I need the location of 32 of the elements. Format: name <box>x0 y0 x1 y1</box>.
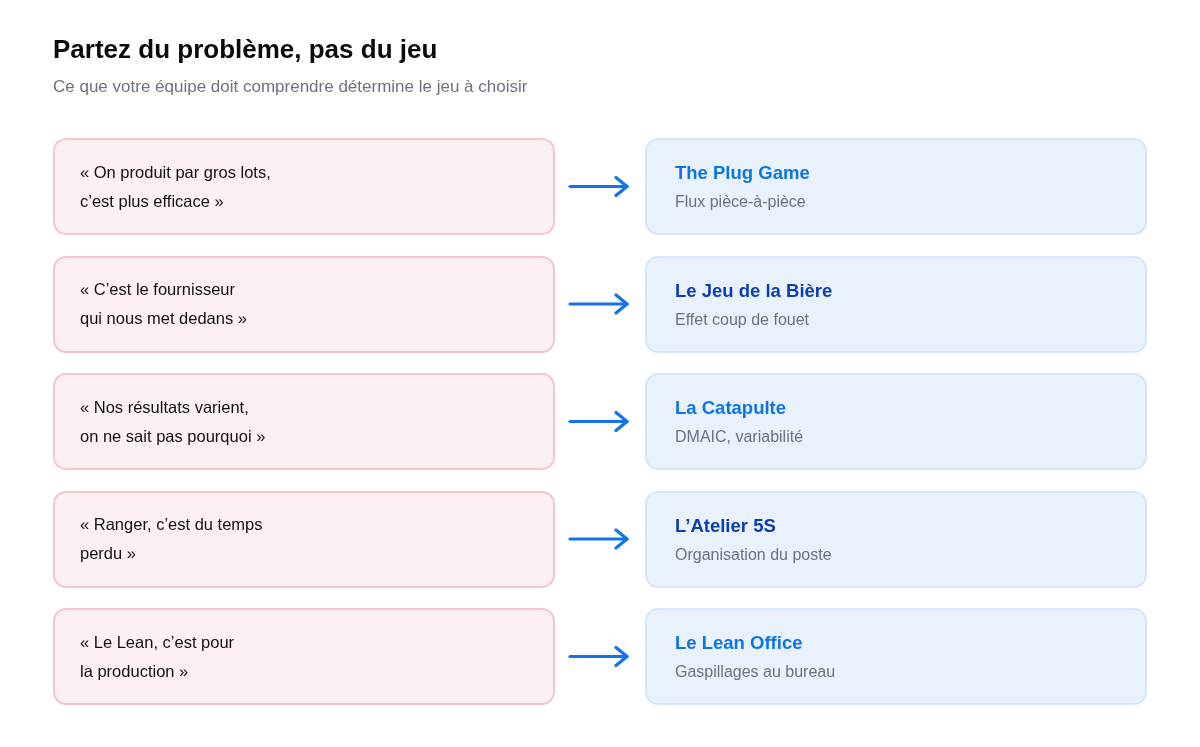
quote-box <box>53 608 555 705</box>
game-card <box>645 373 1147 470</box>
game-title: Le Jeu de la Bière <box>675 278 833 303</box>
subtitle: Ce que votre équipe doit comprendre détermine le jeu à choisir <box>53 77 528 97</box>
quote-text: « Nos résultats varient, on ne sait pas pourquoi » <box>80 396 267 447</box>
arrow <box>568 410 629 433</box>
game-card <box>645 138 1147 235</box>
game-title: L’Atelier 5S <box>675 513 776 538</box>
quote-box <box>53 490 555 588</box>
game-description: Gaspillages au bureau <box>675 662 836 682</box>
quote-box <box>53 255 555 353</box>
game-description: DMAIC, variabilité <box>675 427 804 447</box>
arrow <box>568 293 629 315</box>
game-card <box>645 255 1147 353</box>
quote-text: « C’est le fournisseur qui nous met dedans » <box>80 279 248 329</box>
quote-text: « On produit par gros lots, c’est plus efficace » <box>80 161 272 212</box>
game-description: Organisation du poste <box>675 544 832 565</box>
arrow <box>568 645 629 668</box>
game-card <box>645 490 1147 588</box>
game-description: Effet coup de fouet <box>675 309 810 330</box>
game-description: Flux pièce-à-pièce <box>675 192 806 212</box>
title: Partez du problème, pas du jeu <box>53 34 438 64</box>
quote-box <box>53 138 555 235</box>
quote-text: « Ranger, c’est du temps perdu » <box>80 514 264 564</box>
arrow <box>568 175 629 198</box>
game-title: Le Lean Office <box>675 631 803 655</box>
game-title: La Catapulte <box>675 396 787 420</box>
game-title: The Plug Game <box>675 161 810 185</box>
quote-box <box>53 373 555 470</box>
quote-text: « Le Lean, c’est pour la production » <box>80 631 236 682</box>
game-card <box>645 608 1147 705</box>
arrow <box>568 528 629 550</box>
